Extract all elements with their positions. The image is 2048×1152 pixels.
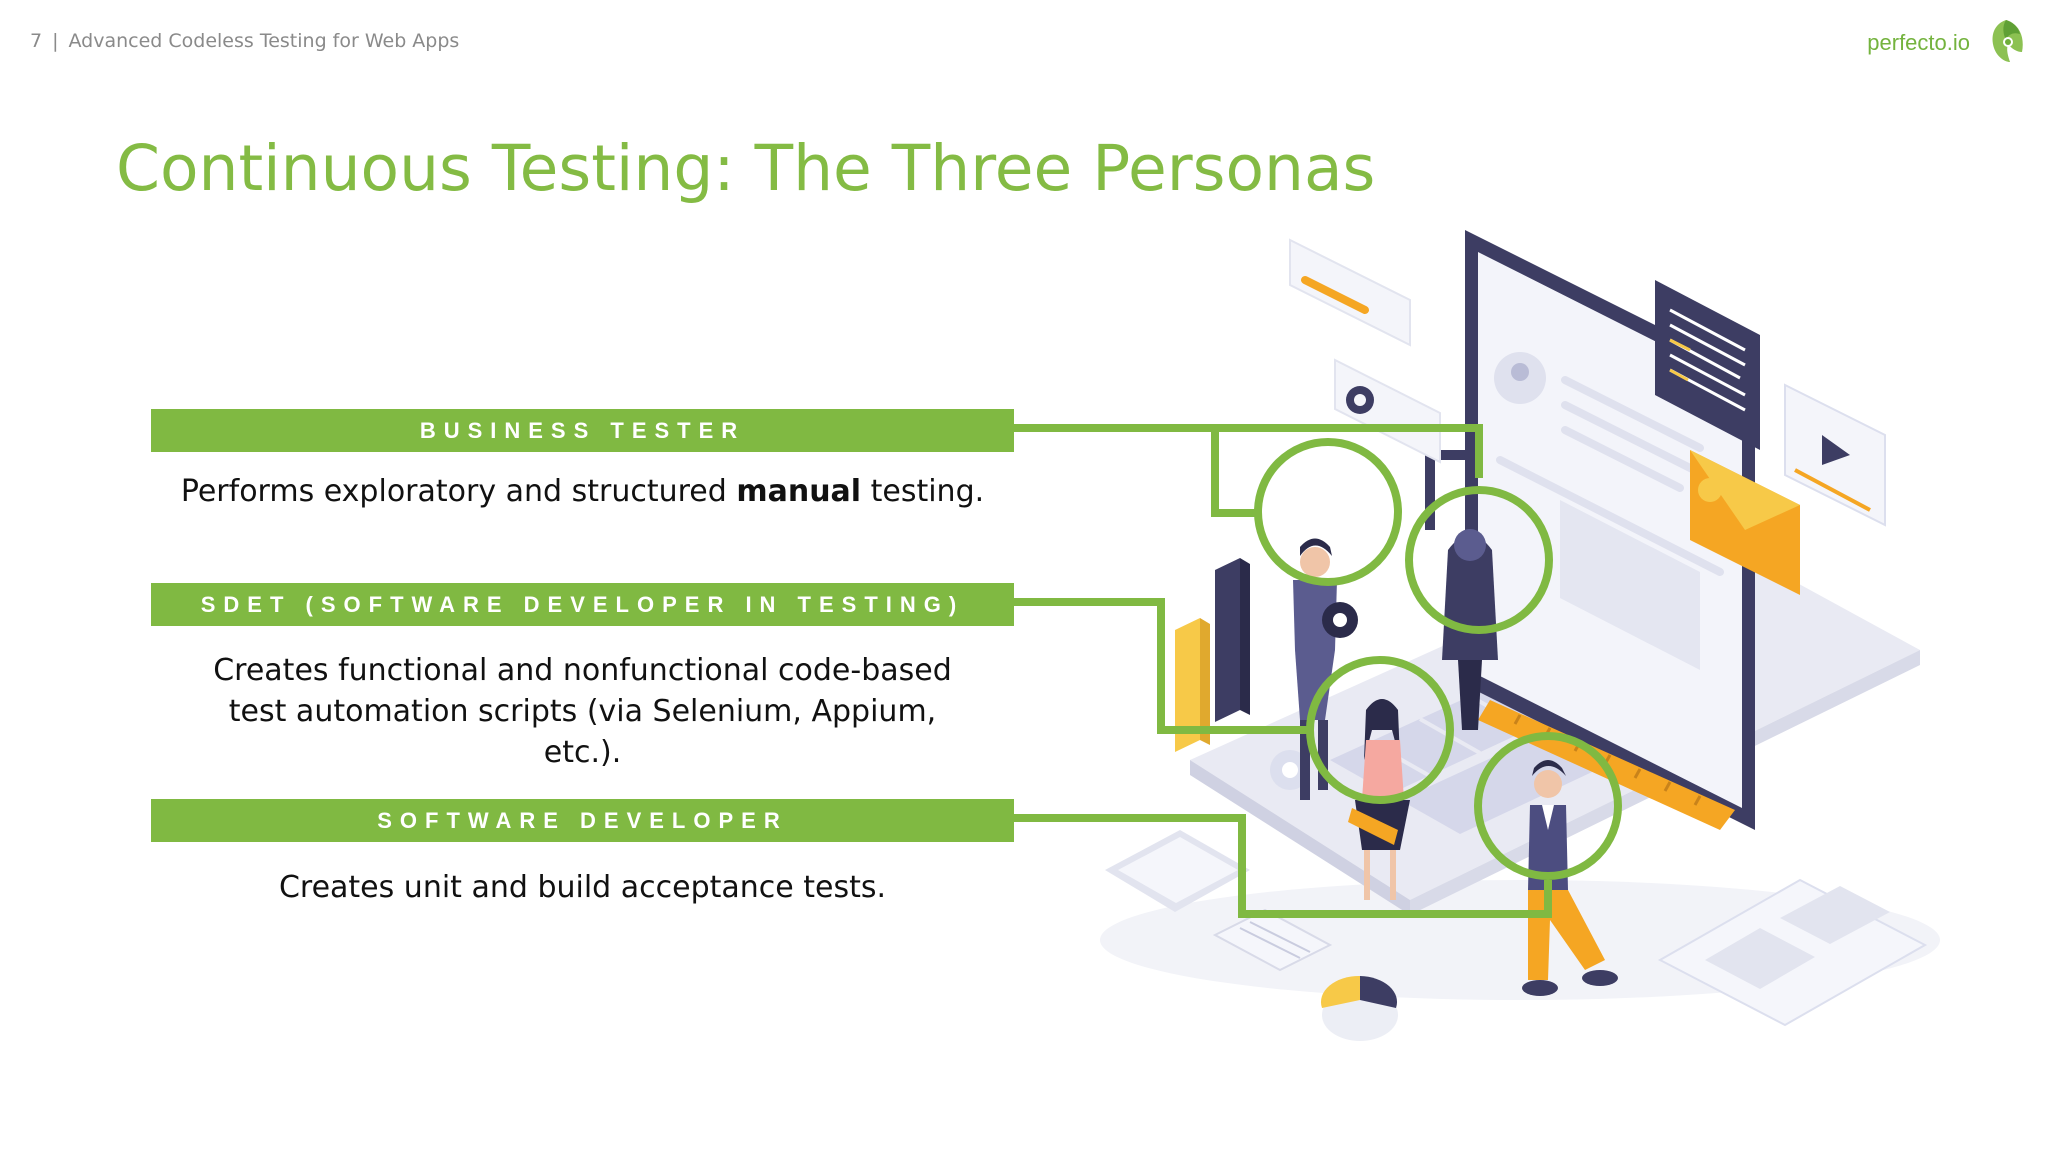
persona-sdet-label: SDET (SOFTWARE DEVELOPER IN TESTING) [151,583,1014,626]
slide-title: Continuous Testing: The Three Personas [116,132,1376,205]
persona-software-developer-desc: Creates unit and build acceptance tests. [278,870,887,905]
desc-text: testing. [861,474,985,509]
persona-software-developer-label: SOFTWARE DEVELOPER [151,799,1014,842]
perfecto-leaf-icon [1986,16,2026,69]
persona-business-tester-label: BUSINESS TESTER [151,409,1014,452]
persona-business-tester-desc: Performs exploratory and structured manu… [151,471,1014,512]
brand-name: perfecto.io [1867,29,1970,55]
deck-title: Advanced Codeless Testing for Web Apps [68,30,460,52]
desc-text: Performs exploratory and structured [180,474,737,509]
desc-bold-text: manual [736,474,862,509]
brand: perfecto.io [1867,16,2026,69]
persona-sdet-desc: Creates functional and nonfunctional cod… [213,653,952,770]
team-laptop-illustration [1100,225,1940,1041]
page-number: 7 [30,30,43,52]
slide-header: 7 | Advanced Codeless Testing for Web Apps [30,30,459,52]
header-separator: | [52,30,59,52]
